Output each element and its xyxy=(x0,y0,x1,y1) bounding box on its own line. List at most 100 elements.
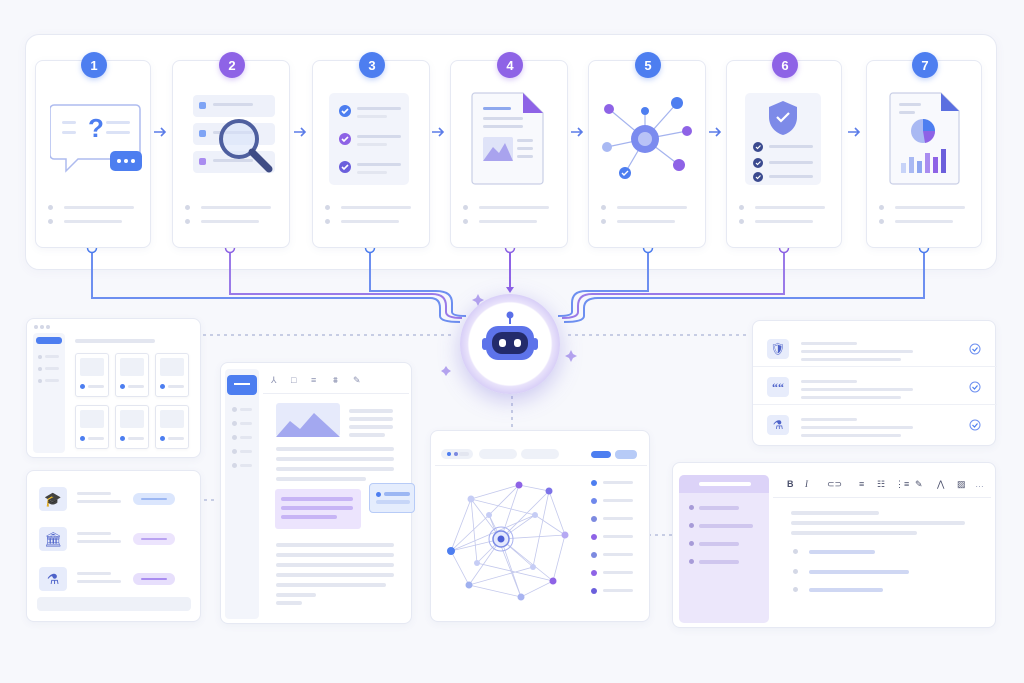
highlighted-passage[interactable] xyxy=(275,489,361,529)
verification-row[interactable]: ⚗ xyxy=(753,409,997,443)
verification-row[interactable]: ““ xyxy=(753,371,997,405)
list-footer-bar xyxy=(37,597,191,611)
svg-text:?: ? xyxy=(88,113,104,143)
report-chart-icon xyxy=(889,91,961,190)
step-card-1[interactable]: 1? xyxy=(35,52,151,248)
step-number-badge: 2 xyxy=(219,52,245,78)
magnifier-search-icon xyxy=(187,91,279,188)
comment-bubble[interactable] xyxy=(369,483,415,513)
education-row[interactable]: 🎓 xyxy=(27,485,202,515)
numbered-list-icon[interactable]: ⋮≡ xyxy=(895,479,910,489)
toolbar-tool-1[interactable]: ⅄ xyxy=(271,375,277,385)
knowledge-graph-window xyxy=(430,430,650,622)
toolbar-tool-2[interactable]: □ xyxy=(291,375,297,385)
text-line xyxy=(341,206,411,209)
text-line xyxy=(895,206,965,209)
link-icon[interactable]: ⊂⊃ xyxy=(827,479,843,489)
list-bullet xyxy=(48,205,53,210)
graph-list-item[interactable] xyxy=(589,497,645,505)
text-line xyxy=(64,206,134,209)
step-card-6[interactable]: 6 xyxy=(726,52,842,248)
toolbar-tool-4[interactable]: ⩩ xyxy=(333,375,338,385)
list-icon[interactable]: ☷ xyxy=(877,479,886,489)
list-bullet xyxy=(463,219,468,224)
connector-2 xyxy=(229,248,463,319)
arrowhead-down xyxy=(506,287,514,293)
document-thumbnail[interactable] xyxy=(115,405,149,449)
chart-icon[interactable]: ⋀ xyxy=(937,479,945,489)
graph-list-item[interactable] xyxy=(589,515,645,523)
text-line xyxy=(201,206,271,209)
step-card-3[interactable]: 3 xyxy=(312,52,430,248)
graph-list-item[interactable] xyxy=(589,479,645,487)
step-number-badge: 7 xyxy=(912,52,938,78)
graph-action-button[interactable] xyxy=(591,451,611,458)
graph-list-item[interactable] xyxy=(589,569,645,577)
connector-7 xyxy=(563,248,925,323)
document-thumbnail[interactable] xyxy=(75,353,109,397)
text-line xyxy=(479,220,537,223)
check-circle-icon xyxy=(969,381,981,393)
format-toolbar: B I ⊂⊃ ≡ ☷ ⋮≡ ✎ ⋀ ▨ … xyxy=(777,479,989,493)
text-line xyxy=(755,206,825,209)
shield-check-icon xyxy=(743,91,823,192)
step-card-4[interactable]: 4 xyxy=(450,52,568,248)
list-bullet xyxy=(879,205,884,210)
list-bullet xyxy=(463,205,468,210)
graph-filter-button[interactable] xyxy=(615,450,637,459)
step-card-5[interactable]: 5 xyxy=(588,52,706,248)
list-bullet xyxy=(601,219,606,224)
network-graph xyxy=(447,481,569,601)
graph-list-item[interactable] xyxy=(589,587,645,595)
check-circle-icon xyxy=(969,343,981,355)
document-editor-window: ⅄ □ ≡ ⩩ ✎ xyxy=(220,362,415,624)
question-chat-icon: ? xyxy=(49,99,142,184)
editor-outline-panel xyxy=(679,475,769,623)
list-bullet xyxy=(185,205,190,210)
graph-list-item[interactable] xyxy=(589,551,645,559)
connector-5 xyxy=(557,248,649,317)
document-thumbnail[interactable] xyxy=(155,405,189,449)
document-image-icon xyxy=(471,91,545,190)
toolbar-tool-5[interactable]: ✎ xyxy=(353,375,361,385)
list-bullet xyxy=(879,219,884,224)
image-placeholder-icon xyxy=(276,403,340,437)
rich-text-editor-window: B I ⊂⊃ ≡ ☷ ⋮≡ ✎ ⋀ ▨ … xyxy=(672,462,996,628)
italic-button[interactable]: I xyxy=(805,479,808,489)
highlight-icon[interactable]: ✎ xyxy=(915,479,923,489)
bold-button[interactable]: B xyxy=(787,479,794,489)
toolbar-tool-3[interactable]: ≡ xyxy=(311,375,317,385)
text-line xyxy=(479,206,549,209)
network-nodes-icon xyxy=(597,97,693,190)
align-icon[interactable]: ≡ xyxy=(859,479,865,489)
step-card-2[interactable]: 2 xyxy=(172,52,290,248)
text-line xyxy=(617,206,687,209)
verification-row[interactable]: 🛡 xyxy=(753,333,997,367)
document-thumbnail[interactable] xyxy=(75,405,109,449)
document-thumbnail[interactable] xyxy=(155,353,189,397)
connector-1 xyxy=(91,248,461,323)
shield-check-icon: 🛡 xyxy=(767,339,789,359)
list-bullet xyxy=(601,205,606,210)
bank-icon: 🏛 xyxy=(39,527,67,551)
verification-window: 🛡 ““ ⚗ xyxy=(752,320,997,446)
list-bullet xyxy=(325,219,330,224)
sidebar-item-active[interactable] xyxy=(36,337,62,344)
document-thumbnail[interactable] xyxy=(115,353,149,397)
editor-toolbar: ⅄ □ ≡ ⩩ ✎ xyxy=(265,375,405,389)
education-list-window: 🎓 🏛 ⚗ xyxy=(26,470,201,622)
editor-sidebar-active[interactable] xyxy=(227,375,257,395)
step-number-badge: 1 xyxy=(81,52,107,78)
image-icon[interactable]: ▨ xyxy=(957,479,966,489)
graduation-cap-icon: 🎓 xyxy=(39,487,67,511)
text-line xyxy=(341,220,399,223)
text-line xyxy=(895,220,953,223)
more-icon[interactable]: … xyxy=(975,479,984,489)
education-row[interactable]: 🏛 xyxy=(27,525,202,555)
connector-3 xyxy=(369,248,467,317)
step-card-7[interactable]: 7 xyxy=(866,52,982,248)
graph-list-item[interactable] xyxy=(589,533,645,541)
step-number-badge: 4 xyxy=(497,52,523,78)
connector-6 xyxy=(561,248,785,319)
education-row[interactable]: ⚗ xyxy=(27,565,202,595)
